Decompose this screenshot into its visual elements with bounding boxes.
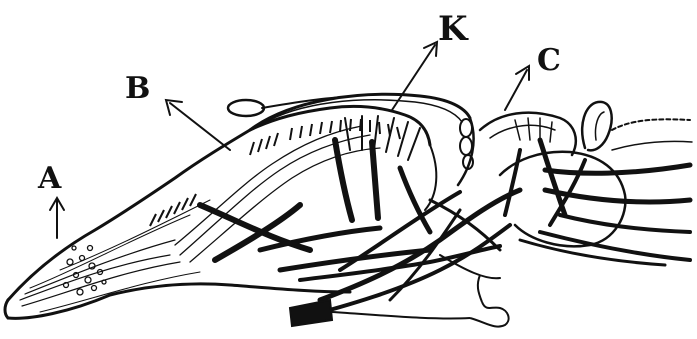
label-a: A xyxy=(37,161,62,196)
label-k: K xyxy=(438,9,469,49)
label-b: B xyxy=(125,71,150,106)
crossing-tracts xyxy=(200,190,520,318)
label-c: C xyxy=(537,43,561,78)
right-structure xyxy=(480,102,692,265)
base-block xyxy=(290,275,509,327)
label-arrows xyxy=(50,42,529,238)
